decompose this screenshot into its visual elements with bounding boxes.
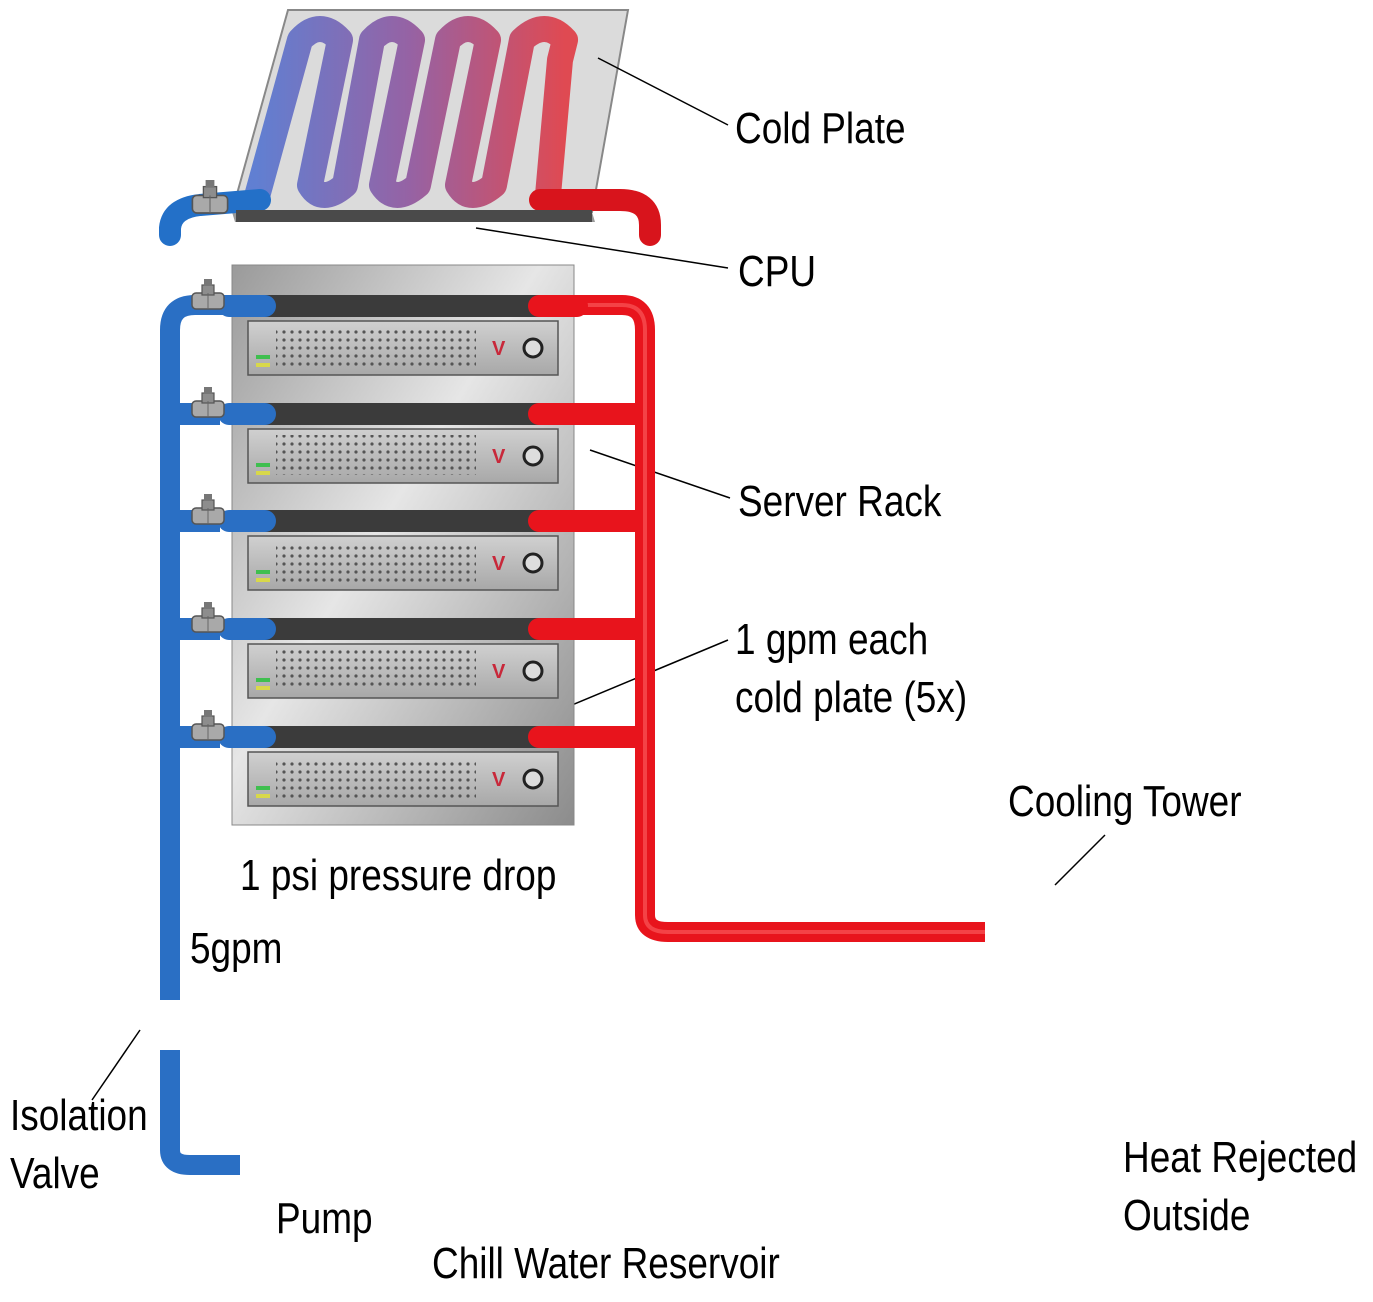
server-unit: V [170,710,640,807]
server-badge: V [492,769,506,791]
server-rack-leader [589,449,731,499]
branch-valve [191,710,225,741]
server-rack-label: Server Rack [738,477,942,526]
server-vents [276,542,476,582]
cold-plate-inlet-valve [191,180,229,214]
server-cold-plate [236,510,574,532]
cpu-leader [475,227,729,269]
hot-branch-pipe [575,618,640,640]
cooling-tower-label: Cooling Tower [1008,777,1242,826]
status-led [256,355,270,359]
server-badge: V [492,338,506,360]
pump-label: Pump [276,1194,373,1243]
status-led [256,686,270,690]
branch-valve [191,494,225,525]
status-led [256,578,270,582]
cpu-label: CPU [738,247,817,296]
server-vents [276,327,476,367]
power-button-icon [522,660,544,682]
cold-plate [159,9,661,246]
flow-each-label-line2: cold plate (5x) [735,673,968,722]
hot-outlet-fitting [528,403,588,425]
server-vents [276,650,476,690]
hot-outlet-fitting [528,618,588,640]
server-unit: V [170,602,640,699]
status-led [256,463,270,467]
server-unit: V [191,279,588,376]
cold-plate-label: Cold Plate [735,104,906,153]
power-button-icon [522,445,544,467]
cold-inlet-fitting [218,510,276,532]
server-cold-plate [236,726,574,748]
server-vents [276,758,476,798]
server-units: V V V V V [170,279,640,807]
branch-valve [191,387,225,418]
isolation-valve-label-line2: Valve [10,1149,100,1198]
server-badge: V [492,446,506,468]
flow-each-label-line1: 1 gpm each [735,615,929,664]
server-unit: V [170,387,640,484]
status-led [256,786,270,790]
server-badge: V [492,661,506,683]
branch-valve [191,279,225,310]
isolation-valve-label-line1: Isolation [10,1091,148,1140]
hot-return-manifold [555,295,985,942]
branch-valve [191,602,225,633]
cold-plate-leader [597,57,729,126]
power-button-icon [522,552,544,574]
server-cold-plate [236,295,574,317]
hot-outlet-fitting [528,295,588,317]
cpu [236,210,592,222]
status-led [256,794,270,798]
cold-inlet-fitting [218,618,276,640]
heat-rejected-label-line2: Outside [1123,1191,1251,1240]
status-led [256,471,270,475]
status-led [256,363,270,367]
server-cold-plate [236,618,574,640]
pressure-drop-label: 1 psi pressure drop [240,851,557,900]
hot-branch-pipe [575,403,640,425]
status-led [256,570,270,574]
power-button-icon [522,337,544,359]
server-cold-plate [236,403,574,425]
reservoir-label: Chill Water Reservoir [432,1239,780,1288]
cold-inlet-fitting [218,403,276,425]
hot-outlet-fitting [528,726,588,748]
cold-inlet-fitting [218,726,276,748]
server-unit: V [170,494,640,591]
hot-branch-pipe [575,726,640,748]
hot-outlet-fitting [528,510,588,532]
cooling-tower-leader [1054,834,1106,886]
hot-branch-pipe [575,510,640,532]
heat-rejected-label-line1: Heat Rejected [1123,1133,1358,1182]
total-flow-label: 5gpm [190,924,283,973]
status-led [256,678,270,682]
server-badge: V [492,553,506,575]
cold-inlet-fitting [218,295,276,317]
server-vents [276,435,476,475]
power-button-icon [522,768,544,790]
isolation-valve-leader [91,1029,141,1101]
